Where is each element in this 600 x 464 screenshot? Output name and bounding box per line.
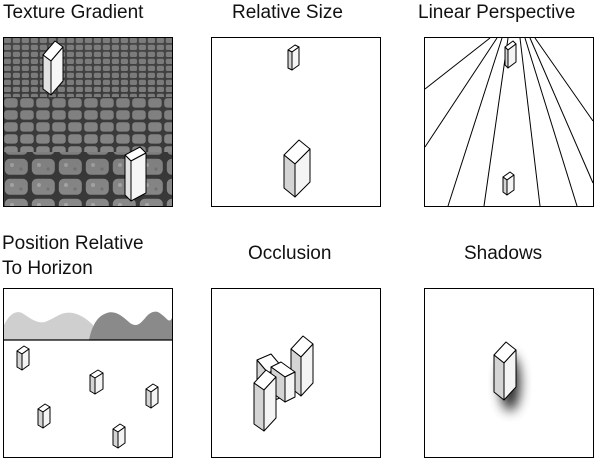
block-5 [112, 423, 126, 449]
title-position-relative-line1: Position Relative [2, 233, 144, 254]
texture-gradient-panel [3, 37, 173, 207]
occlusion-diagram [211, 288, 381, 458]
title-shadows: Shadows [464, 243, 543, 264]
relative-size-panel [211, 37, 381, 207]
horizon-diagram [3, 288, 173, 458]
block-3 [145, 383, 159, 409]
horizon-panel [3, 288, 173, 458]
large-block [283, 139, 311, 198]
title-relative-size: Relative Size [232, 2, 343, 23]
near-hill [89, 311, 172, 340]
block-2 [89, 369, 104, 395]
small-block [287, 44, 300, 71]
title-texture-gradient: Texture Gradient [3, 2, 144, 23]
linear-perspective-diagram [424, 37, 594, 207]
near-block [502, 171, 515, 196]
title-occlusion: Occlusion [248, 243, 332, 264]
title-linear-perspective: Linear Perspective [418, 2, 576, 23]
near-block [124, 146, 147, 202]
far-block [42, 40, 64, 96]
relative-size-diagram [211, 37, 381, 207]
front-block [253, 369, 277, 432]
shadow-block [493, 341, 517, 401]
perspective-lines [424, 37, 594, 207]
shadows-panel [424, 288, 594, 458]
block-4 [37, 403, 51, 429]
linear-perspective-panel [424, 37, 594, 207]
far-block [504, 40, 517, 69]
shadows-diagram [424, 288, 594, 458]
occlusion-panel [211, 288, 381, 458]
block-1 [16, 345, 30, 371]
texture-gradient-image [3, 37, 173, 207]
far-hill [4, 312, 95, 340]
title-position-relative-line2: To Horizon [2, 258, 93, 279]
